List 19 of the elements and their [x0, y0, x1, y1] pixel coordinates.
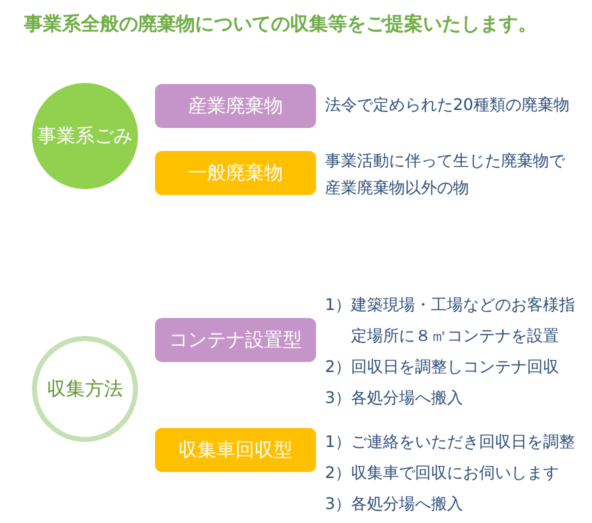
type-box [155, 151, 316, 195]
type-box [155, 84, 316, 128]
step-text: 3）各処分場へ搬入 [325, 493, 464, 515]
description-text: 事業活動に伴って生じた廃棄物で産業廃棄物以外の物 [325, 150, 566, 199]
type-label: 産業廃棄物 [188, 94, 283, 118]
step-text: 1）ご連絡をいただき回収日を調整 [325, 431, 576, 453]
category-label: 収集方法 [47, 377, 123, 401]
step-text: 2）回収日を調整しコンテナ回収 [325, 356, 560, 378]
heading: 事業系全般の廃棄物についての収集等をご提案いたします。 [24, 12, 537, 36]
description-text: 法令で定められた20種類の廃棄物 [325, 94, 570, 116]
step-text: 3）各処分場へ搬入 [325, 387, 464, 409]
type-label: 収集車回収型 [178, 438, 292, 462]
step-text: 1）建築現場・工場などのお客様指定場所に８㎡コンテナを設置 [325, 294, 576, 347]
category-label: 事業系ごみ [38, 124, 132, 148]
type-box [155, 318, 316, 362]
type-label: 一般廃棄物 [188, 161, 283, 185]
type-label: コンテナ設置型 [169, 328, 302, 352]
step-text: 2）収集車で回収にお伺いします [325, 462, 560, 484]
type-box [155, 428, 316, 472]
